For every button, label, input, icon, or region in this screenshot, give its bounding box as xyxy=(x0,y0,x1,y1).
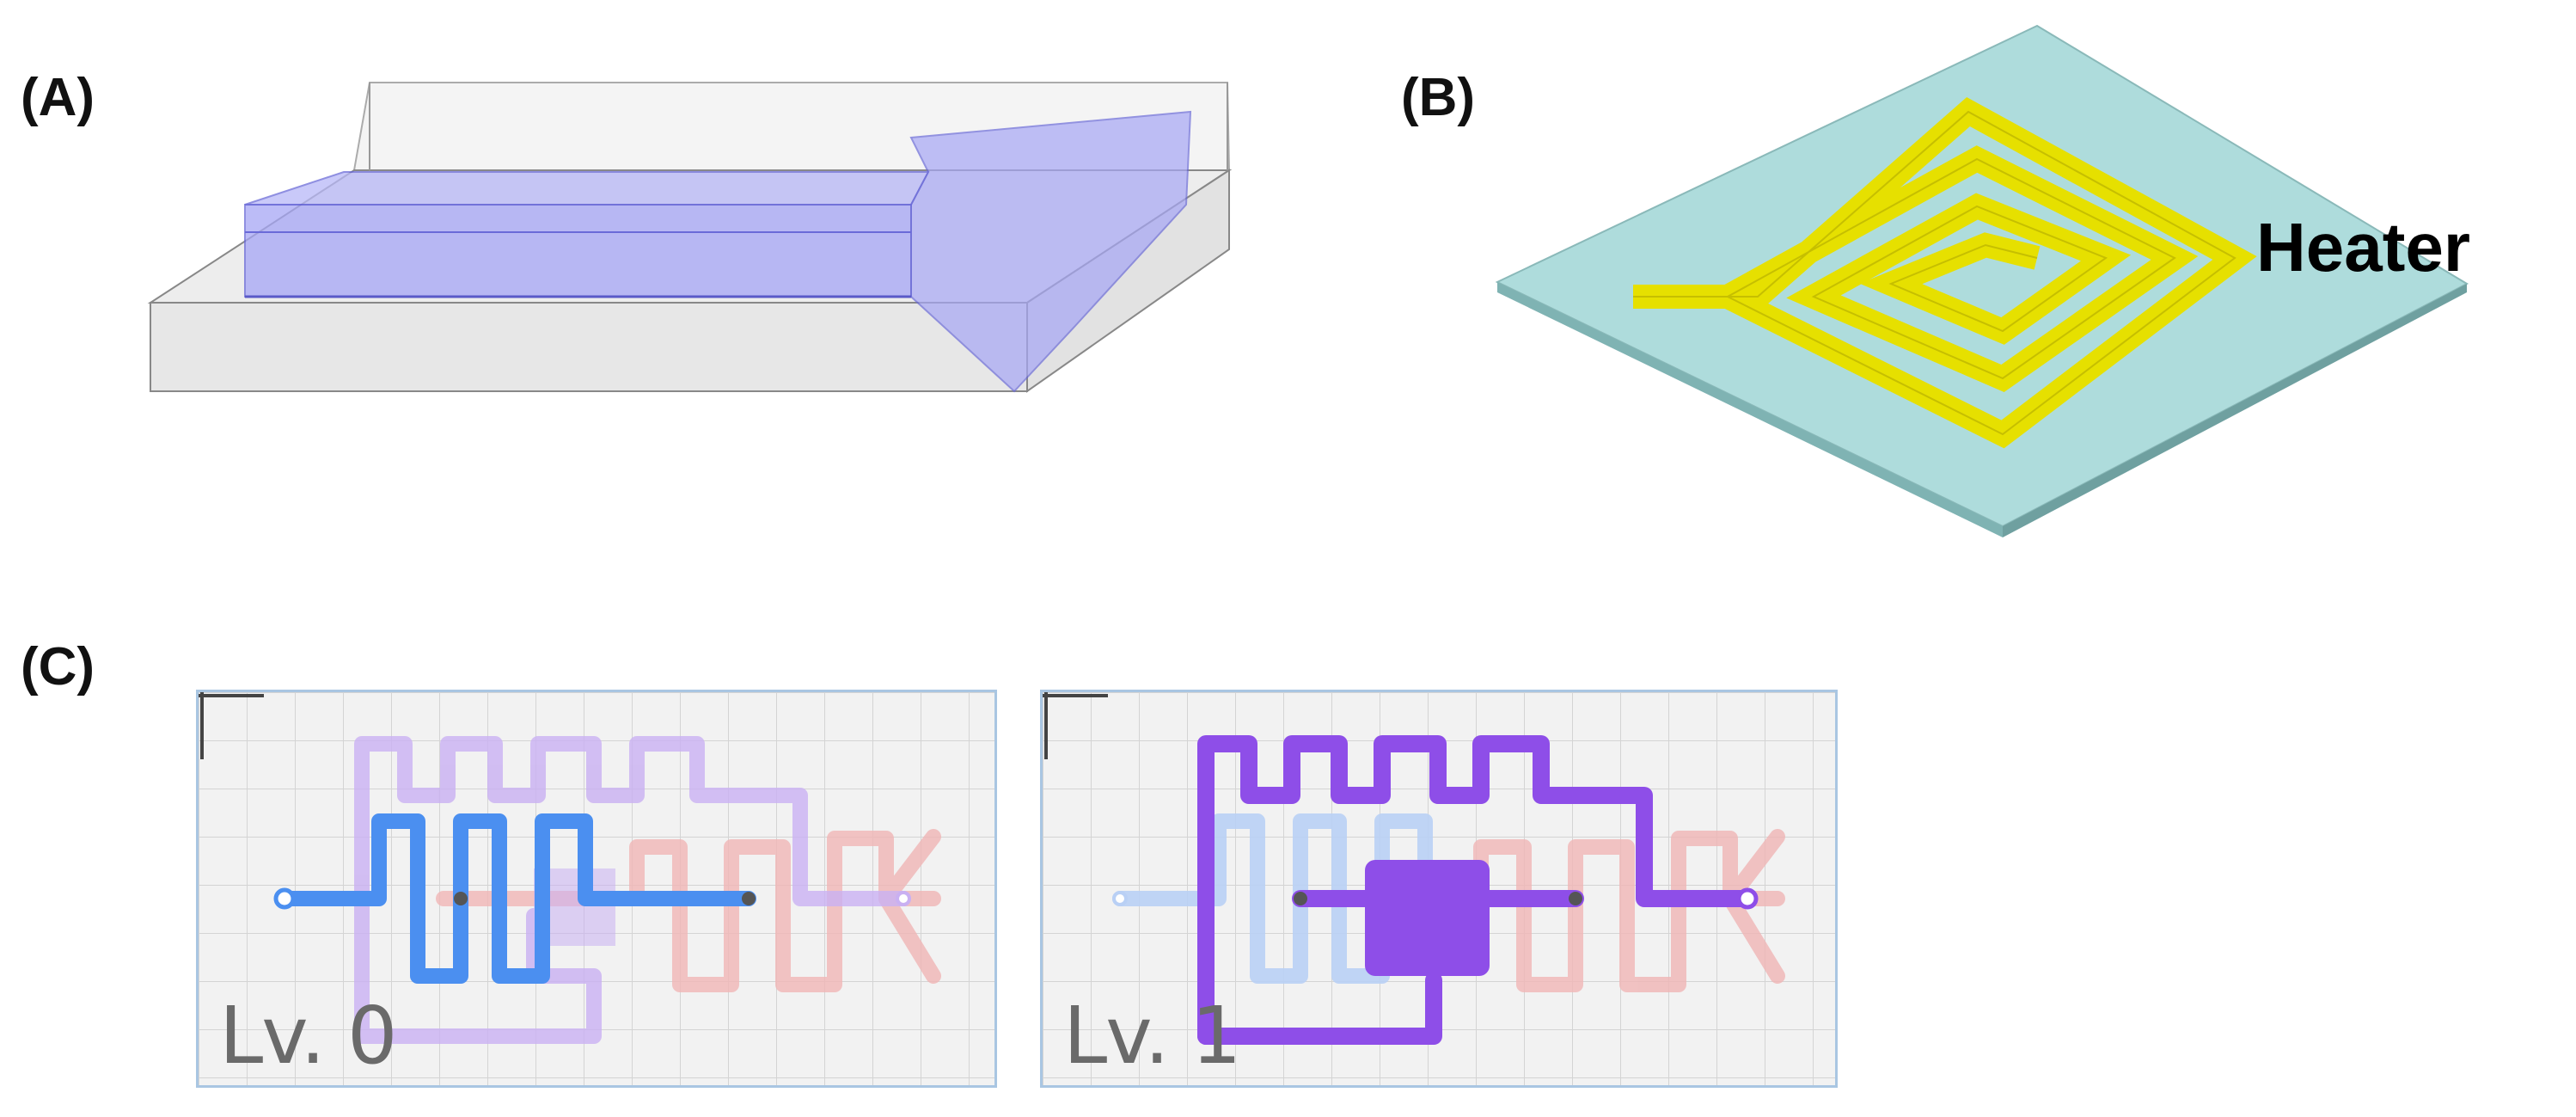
heater-substrate xyxy=(1495,24,2469,537)
panel-c-label: (C) xyxy=(21,637,95,697)
level-1-diagram xyxy=(1043,692,1835,1085)
level-0-panel: Lv. 0 xyxy=(196,690,997,1088)
level-1-label: Lv. 1 xyxy=(1063,990,1242,1082)
panel-b-label: (B) xyxy=(1401,68,1476,127)
level-1-panel: Lv. 1 xyxy=(1040,690,1838,1088)
panel-a-chip-illustration xyxy=(147,82,1233,393)
pink-path-lv1 xyxy=(1473,829,1785,992)
pink-path xyxy=(436,829,941,992)
level-0-diagram xyxy=(199,692,994,1085)
microchannel xyxy=(244,110,1192,393)
level-0-label: Lv. 0 xyxy=(219,990,398,1082)
panel-a-label: (A) xyxy=(21,68,95,127)
purple-block xyxy=(1365,860,1490,976)
panel-b-heater-illustration xyxy=(1495,24,2469,537)
faint-blue-path xyxy=(1112,813,1583,984)
heater-label: Heater xyxy=(2256,209,2471,285)
blue-path xyxy=(277,813,756,984)
